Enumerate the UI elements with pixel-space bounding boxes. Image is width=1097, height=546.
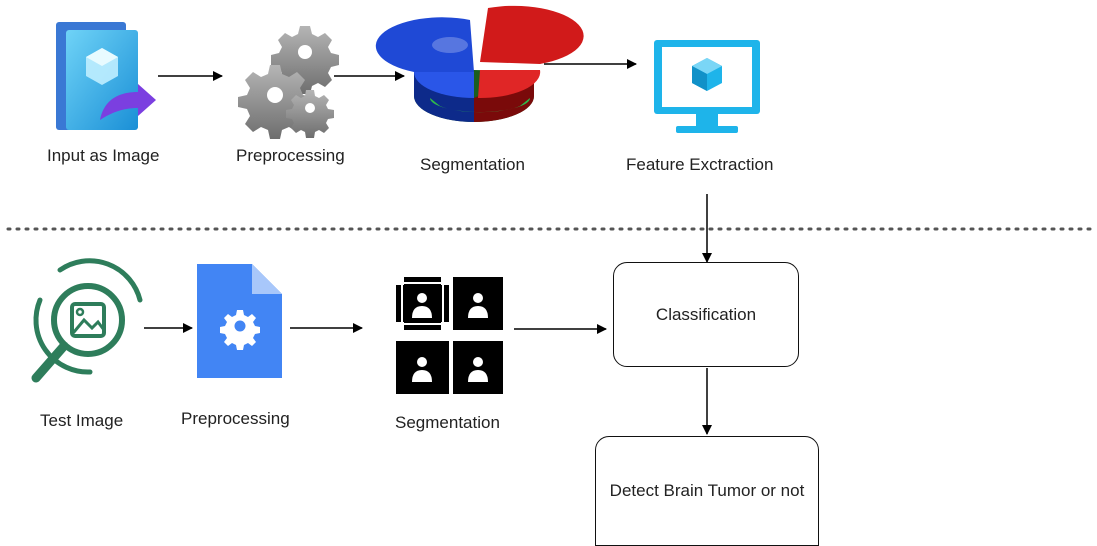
preprocessing-label: Preprocessing: [236, 146, 345, 165]
gears-icon: [238, 26, 339, 139]
monitor-cube-icon: [654, 40, 760, 133]
segmentation-label-2: Segmentation: [395, 413, 500, 432]
image-upload-icon: [56, 22, 156, 130]
input-label: Input as Image: [47, 146, 160, 165]
feature-extraction-label: Feature Exctraction: [626, 155, 774, 174]
preprocessing-label-2: Preprocessing: [181, 409, 290, 428]
pie-chart-3d-icon: [375, 5, 584, 122]
detect-label: Detect Brain Tumor or not: [609, 481, 805, 500]
person-grid-icon: [396, 277, 503, 394]
classification-label: Classification: [655, 304, 757, 324]
document-gear-icon: [197, 264, 282, 378]
detect-box: Detect Brain Tumor or not: [595, 436, 819, 546]
image-search-icon: [31, 258, 143, 383]
test-image-label: Test Image: [40, 411, 124, 430]
segmentation-label: Segmentation: [420, 155, 525, 174]
classification-box: Classification: [613, 262, 799, 367]
